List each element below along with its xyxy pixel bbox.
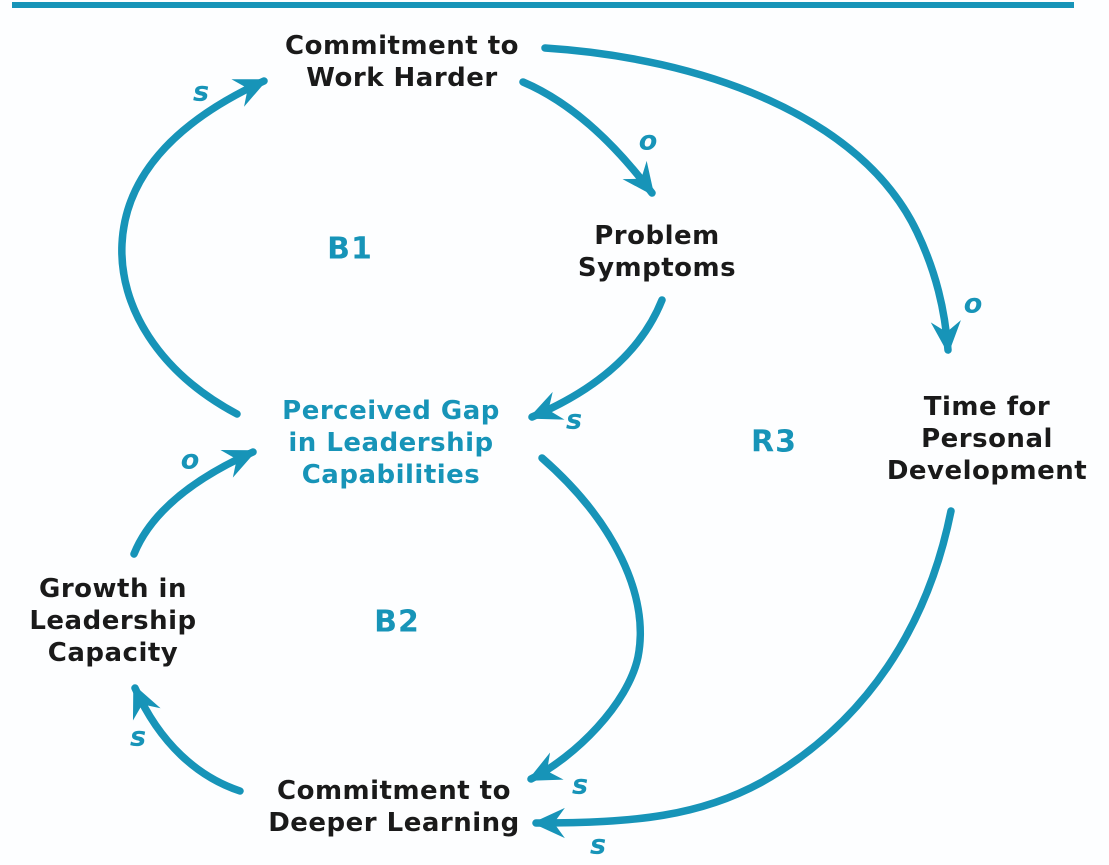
node-time-for-personal-development: Time for Personal Development — [887, 391, 1087, 487]
arrow-problem-symptoms-to-gap — [528, 296, 666, 421]
node-line: Development — [886, 456, 1088, 486]
polarity-time-to-deeper-learning: s — [589, 829, 607, 861]
node-line: Personal — [921, 424, 1053, 454]
arrow-work-harder-to-time-for-development — [541, 44, 961, 355]
node-line: Commitment to — [285, 31, 519, 61]
polarity-work-harder-to-symptoms: o — [638, 125, 658, 157]
loop-label-b2: B2 — [374, 604, 420, 640]
node-line: Commitment to — [277, 776, 511, 806]
arrow-time-for-development-to-deeper-learning — [531, 507, 955, 839]
node-line: Time for — [923, 392, 1051, 422]
node-line: Perceived Gap — [282, 396, 500, 426]
node-line: Capacity — [47, 638, 179, 668]
node-line: Leadership — [29, 606, 197, 636]
polarity-work-harder-to-time: o — [963, 288, 983, 320]
polarity-symptoms-to-gap: s — [565, 404, 583, 436]
arrow-gap-to-deeper-learning — [527, 454, 645, 783]
node-line: Problem — [594, 221, 720, 251]
node-line: Deeper Learning — [268, 808, 520, 838]
node-line: Growth in — [39, 574, 187, 604]
polarity-growth-to-gap: o — [180, 444, 200, 476]
arrow-gap-to-work-harder — [118, 77, 268, 418]
node-line: Symptoms — [577, 253, 737, 283]
arrow-growth-to-gap — [130, 448, 257, 558]
arrow-work-harder-to-problem-symptoms — [519, 78, 656, 197]
top-accent-bar — [12, 2, 1074, 8]
node-line: in Leadership — [288, 428, 494, 458]
node-commitment-to-work-harder: Commitment to Work Harder — [285, 30, 519, 94]
polarity-gap-to-work-harder: s — [192, 76, 210, 108]
node-line: Capabilities — [301, 460, 481, 490]
loop-label-r3: R3 — [751, 424, 797, 460]
loop-label-b1: B1 — [327, 231, 373, 267]
node-perceived-gap-in-leadership-capabilities: Perceived Gap in Leadership Capabilities — [282, 395, 500, 491]
polarity-deeper-learning-to-growth: s — [129, 721, 147, 753]
polarity-gap-to-deeper-learning: s — [571, 769, 589, 801]
node-commitment-to-deeper-learning: Commitment to Deeper Learning — [268, 775, 520, 839]
node-problem-symptoms: Problem Symptoms — [578, 220, 736, 284]
node-line: Work Harder — [306, 63, 498, 93]
arrow-deeper-learning-to-growth — [131, 684, 244, 795]
node-growth-in-leadership-capacity: Growth in Leadership Capacity — [29, 573, 196, 669]
